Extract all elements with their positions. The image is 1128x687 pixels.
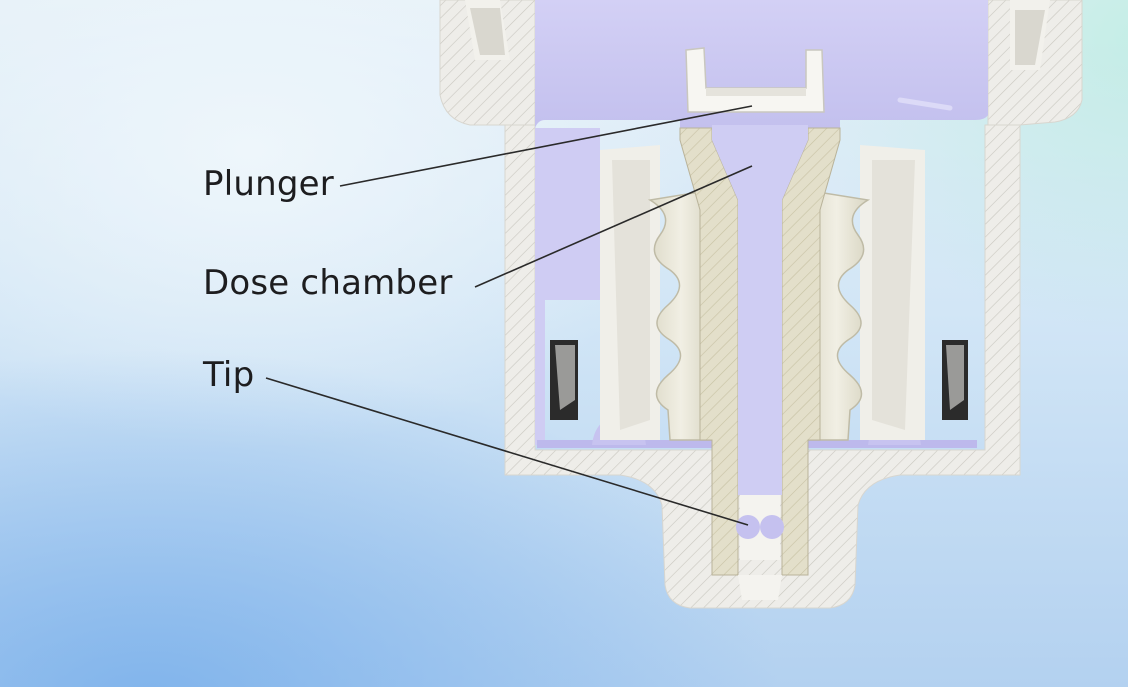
tip-label: Tip [203, 355, 255, 395]
leader-lines [265, 105, 753, 526]
tip-leader-line [265, 377, 749, 526]
plunger-leader-line [339, 105, 753, 187]
inner-nozzle [679, 127, 841, 576]
bellows [647, 189, 871, 441]
dose-chamber-leader-line [474, 165, 753, 288]
inner-cylinders [550, 145, 968, 440]
dose-chamber-label: Dose chamber [203, 263, 453, 303]
plunger-part [685, 47, 825, 113]
plunger-label: Plunger [203, 164, 334, 204]
dose-chamber [712, 125, 808, 600]
